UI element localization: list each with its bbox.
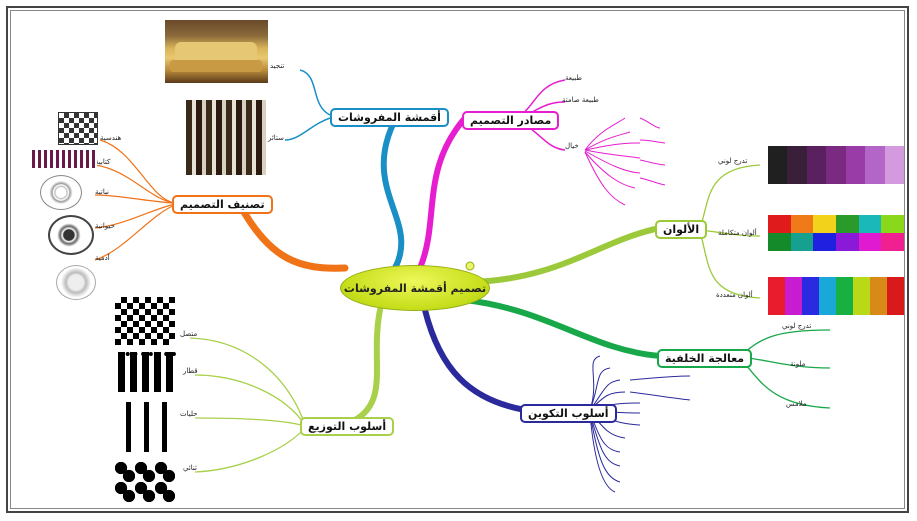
colors-child-gradient: تدرج لوني [718, 157, 748, 165]
branch-source-label: مصادر التصميم [470, 114, 552, 127]
complementary-bottom-swatch-3 [836, 233, 859, 251]
branch-usage-label: أقمشة المفروشات [338, 111, 441, 124]
branch-colors-box[interactable]: الألوان [655, 220, 708, 239]
gradient-swatch-2 [806, 146, 827, 184]
human-pattern-image [56, 265, 96, 300]
curtain-image [186, 100, 266, 175]
complementary-top-swatch-3 [836, 215, 859, 233]
gradient-swatch-6 [884, 146, 904, 184]
complementary-bottom-swatch-1 [790, 233, 814, 251]
animal-pattern-image [48, 215, 94, 255]
distrib-child-continuous: متصل [180, 330, 198, 338]
classify-child-animal: حيوانية [95, 222, 115, 230]
central-topic-label: تصميم أقمشة المفروشات [343, 281, 487, 295]
branch-method-line [422, 307, 528, 413]
complementary-top-swatch-5 [881, 215, 905, 233]
inner-frame [10, 10, 905, 509]
branch-colors-label: الألوان [663, 223, 700, 236]
complementary-bottom-swatch-5 [881, 233, 905, 251]
complementary-bottom-swatch-0 [768, 233, 791, 251]
train-pattern-image [118, 352, 176, 392]
branch-classify-label: تصنيف التصميم [180, 198, 265, 211]
multi-swatch-7 [887, 277, 904, 315]
distrib-child-train: قطار [183, 367, 198, 375]
source-child-nature: طبيعة [565, 74, 582, 82]
branch-usage-line [380, 117, 405, 271]
branch-method-box[interactable]: أسلوب التكوين [520, 404, 617, 423]
colors-child-multiple: ألوان متعددة [716, 291, 753, 299]
branch-source-box[interactable]: مصادر التصميم [462, 111, 560, 130]
gradient-swatch-1 [787, 146, 807, 184]
branch-distrib-label: أسلوب التوزيع [308, 420, 387, 433]
multi-swatch-6 [870, 277, 887, 315]
multi-swatch-2 [802, 277, 819, 315]
branch-source-line [417, 115, 468, 271]
multi-swatch-0 [768, 277, 785, 315]
multi-swatch-1 [785, 277, 802, 315]
colors-child-complementary: ألوان متكاملة [718, 229, 757, 237]
branch-bg-label: معالجة الخلفية [665, 352, 745, 365]
complementary-top-swatch-2 [813, 215, 837, 233]
source-child-imagination: خيال [565, 142, 579, 150]
gradient-swatch-5 [865, 146, 885, 184]
gradient-swatch-0 [768, 146, 788, 184]
multi-swatch-strip [768, 277, 904, 315]
central-topic[interactable]: تصميم أقمشة المفروشات [340, 265, 490, 311]
usage-child-curtains: ستائر [268, 134, 284, 142]
branch-classify-box[interactable]: تصنيف التصميم [172, 195, 273, 214]
gradient-swatch-strip [768, 146, 904, 184]
distrib-child-binary: ثنائي [183, 464, 197, 472]
branch-classify-line [236, 201, 349, 272]
branch-colors-line [467, 225, 663, 285]
continuous-pattern-image [115, 297, 175, 345]
bg-child-textures: ملامس [786, 400, 807, 408]
calligraphic-pattern-image [32, 150, 97, 168]
distrib-child-ornaments: حليات [180, 410, 198, 418]
branch-distrib-box[interactable]: أسلوب التوزيع [300, 417, 395, 436]
multi-swatch-3 [819, 277, 836, 315]
classify-child-geometric: هندسية [100, 134, 122, 142]
ornaments-pattern-image [120, 402, 175, 452]
geometric-pattern-image [58, 112, 98, 145]
gradient-swatch-3 [826, 146, 846, 184]
source-child-still-life: طبيعة صامتة [562, 96, 599, 104]
multi-swatch-5 [853, 277, 870, 315]
complementary-bottom-swatch-4 [858, 233, 882, 251]
multi-swatch-4 [836, 277, 853, 315]
branch-bg-line [462, 297, 663, 359]
complementary-bottom-swatch-2 [813, 233, 837, 251]
usage-child-upholstery: تنجيد [270, 62, 285, 70]
classify-child-floral: نباتية [95, 188, 110, 196]
binary-pattern-image [115, 462, 175, 502]
branch-bg-box[interactable]: معالجة الخلفية [657, 349, 753, 368]
classify-child-calligraphic: كتابية [95, 158, 111, 166]
complementary-top-swatch-4 [858, 215, 882, 233]
floral-pattern-image [40, 175, 82, 210]
classify-child-human: آدمية [95, 254, 110, 262]
complementary-top-swatch-0 [768, 215, 791, 233]
bg-child-colored: ملونة [790, 360, 806, 368]
complementary-swatch-strip [768, 215, 905, 251]
complementary-top-swatch-1 [790, 215, 814, 233]
gradient-swatch-4 [845, 146, 866, 184]
branch-method-label: أسلوب التكوين [528, 407, 609, 420]
branch-usage-box[interactable]: أقمشة المفروشات [330, 108, 449, 127]
sofa-image [165, 20, 268, 83]
bg-child-gradient: تدرج لوني [782, 322, 812, 330]
branch-distrib-line [352, 307, 383, 423]
